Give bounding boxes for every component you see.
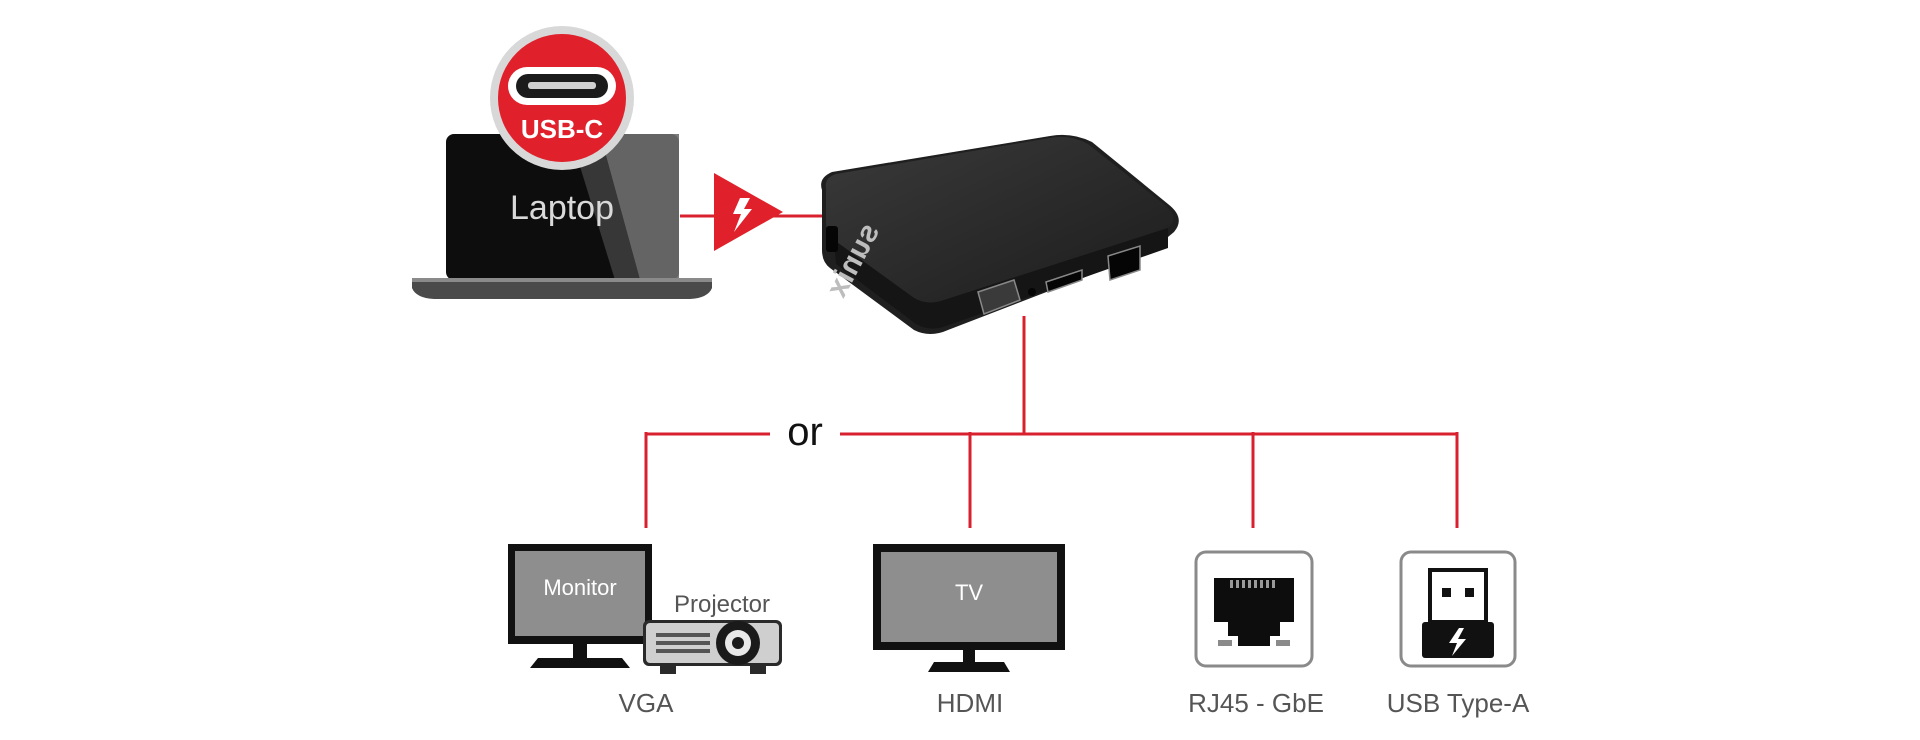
lightning-icon: [733, 198, 752, 232]
tv-stand: [928, 662, 1010, 672]
projector-foot-right: [750, 666, 766, 674]
hub-vga-port: [977, 279, 1021, 316]
tv-screen: [881, 552, 1057, 642]
projector-vent-2: [656, 641, 710, 645]
output-label-rj45: RJ45 - GbE: [1188, 688, 1324, 718]
output-label-vga: VGA: [619, 688, 675, 718]
laptop-screen-glare: [600, 134, 679, 280]
hub-top-face: [825, 136, 1174, 303]
rj45-socket: [1214, 578, 1294, 646]
monitor-stand: [530, 658, 630, 668]
usb-a-contact-left: [1442, 588, 1451, 597]
projector-foot-left: [660, 666, 676, 674]
usb-a-plug-metal: [1428, 568, 1488, 624]
rj45-led-right: [1276, 640, 1290, 646]
monitor-label: Monitor: [543, 575, 616, 600]
hub-hdmi-port: [1045, 268, 1083, 293]
laptop-screen-glare-soft: [570, 134, 640, 280]
tv-label: TV: [955, 580, 983, 605]
output-label-hdmi: HDMI: [937, 688, 1003, 718]
projector-label: Projector: [674, 591, 770, 618]
usb-c-label: USB-C: [521, 114, 604, 144]
hub-side-face: [834, 228, 1168, 329]
monitor-neck: [573, 644, 587, 658]
sunix-hub: sunix: [820, 134, 1179, 334]
usb-c-badge: USB-C: [490, 26, 634, 170]
connection-lines: [644, 214, 1459, 528]
laptop-base: [412, 280, 712, 299]
projector-vent-3: [656, 649, 710, 653]
projector-lens-core: [732, 637, 744, 649]
laptop: Laptop: [412, 134, 712, 299]
tv-neck: [963, 650, 975, 662]
laptop-base-edge: [412, 278, 712, 282]
or-label: or: [787, 410, 823, 454]
projector-vent-1: [656, 633, 710, 637]
output-label-usb-a: USB Type-A: [1387, 688, 1530, 718]
rj45-led-left: [1218, 640, 1232, 646]
rj45-pins: [1230, 580, 1275, 588]
projector: Projector: [643, 591, 782, 674]
hub-rj45-port: [1107, 244, 1141, 282]
hub-audio-jack: [1028, 288, 1036, 296]
usb-a-lightning-icon: [1449, 628, 1466, 656]
tv: TV: [873, 544, 1065, 672]
monitor: Monitor: [508, 544, 652, 668]
monitor-screen: [515, 551, 645, 636]
power-arrow: [714, 173, 783, 251]
usb-type-a-icon: [1399, 550, 1517, 668]
usb-a-contact-right: [1465, 588, 1474, 597]
usb-c-port-tongue: [528, 82, 596, 89]
laptop-label: Laptop: [510, 189, 614, 227]
rj45-ethernet-icon: [1194, 550, 1314, 668]
hub-usb-c-port: [826, 226, 838, 252]
